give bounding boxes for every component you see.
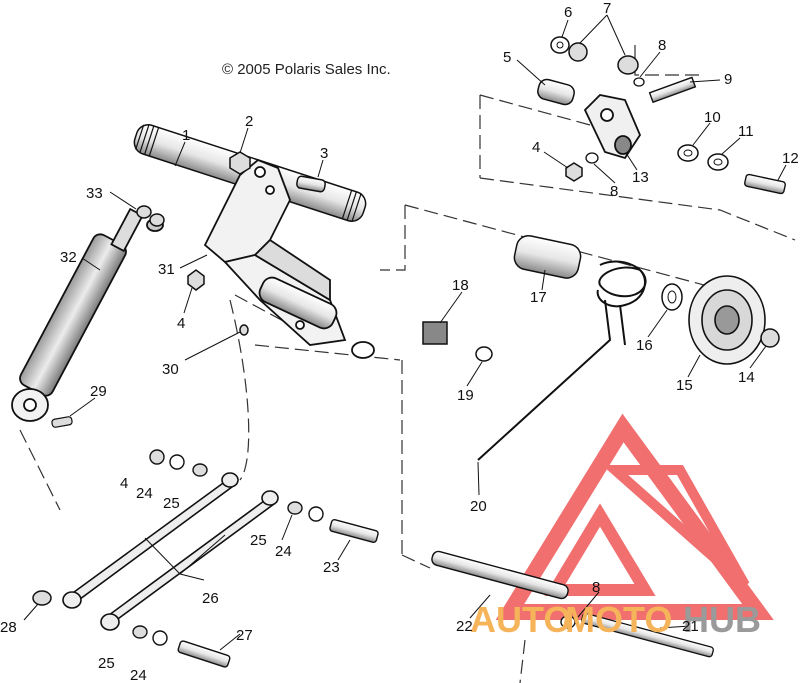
callout-8-a: 8 <box>658 37 666 54</box>
part-7-bushings <box>568 42 639 75</box>
part-4-nut-a <box>187 269 205 291</box>
part-17-spacer-tube <box>513 234 582 279</box>
part-26-tie-rods <box>62 472 279 631</box>
callout-27: 27 <box>236 627 253 644</box>
callout-4-a: 4 <box>177 315 185 332</box>
callout-30: 30 <box>162 361 179 378</box>
callout-9: 9 <box>724 71 732 88</box>
callout-11: 11 <box>738 123 754 140</box>
part-13-arm <box>583 94 642 160</box>
callout-32: 32 <box>60 249 77 266</box>
part-11-washer <box>707 153 729 171</box>
dashed-guides <box>19 45 796 683</box>
callout-2: 2 <box>245 113 253 130</box>
callout-22: 22 <box>456 618 473 635</box>
callout-7: 7 <box>603 0 611 17</box>
callout-4-c: 4 <box>120 475 128 492</box>
leader-lines <box>23 14 787 651</box>
part-23-bolt <box>329 518 379 544</box>
callout-31: 31 <box>158 261 175 278</box>
part-3-pin <box>296 175 326 193</box>
watermark-text-moto: MOTO <box>565 599 672 640</box>
callout-24-c: 24 <box>130 667 147 683</box>
part-27-bolt <box>177 640 231 668</box>
part-10-washer <box>677 144 699 162</box>
callout-24-b: 24 <box>275 543 292 560</box>
part-8-washer-c <box>560 615 576 629</box>
callout-8-b: 8 <box>610 183 618 200</box>
callout-23: 23 <box>323 559 340 576</box>
callout-17: 17 <box>530 289 547 306</box>
callout-20: 20 <box>470 498 487 515</box>
callout-14: 14 <box>738 369 755 386</box>
callout-8-c: 8 <box>592 579 600 596</box>
part-24-25-hardware-top <box>132 449 324 646</box>
watermark-logo <box>495 413 774 620</box>
callout-25-a: 25 <box>163 495 180 512</box>
part-6-washer <box>550 36 570 54</box>
callout-10: 10 <box>704 109 721 126</box>
callout-24-a: 24 <box>136 485 153 502</box>
part-32-shock-absorber <box>11 207 164 422</box>
part-14-bushing <box>760 328 780 348</box>
part-16-washer <box>661 283 683 311</box>
callout-18: 18 <box>452 277 469 294</box>
part-12-bolt <box>744 173 786 195</box>
callout-6: 6 <box>564 4 572 21</box>
part-8-washer-a <box>633 77 645 87</box>
callout-25-b: 25 <box>250 532 267 549</box>
part-28-fitting <box>32 590 52 606</box>
part-29-pin <box>51 416 73 428</box>
callout-28: 28 <box>0 619 17 636</box>
callout-3: 3 <box>320 145 328 162</box>
part-20-torsion-spring <box>477 260 647 461</box>
callout-5: 5 <box>503 49 511 66</box>
callout-4-b: 4 <box>532 139 540 156</box>
callout-19: 19 <box>457 387 474 404</box>
callout-12: 12 <box>782 150 799 167</box>
part-4-nut-b <box>565 162 583 182</box>
callout-16: 16 <box>636 337 653 354</box>
part-22-shaft <box>431 550 569 600</box>
watermark-text-auto: AUTO <box>470 599 571 640</box>
callout-33: 33 <box>86 185 103 202</box>
part-15-idler-wheel <box>688 275 766 365</box>
part-5-spacer <box>537 78 575 106</box>
part-19-washer <box>475 346 493 362</box>
copyright-notice: © 2005 Polaris Sales Inc. <box>222 61 391 78</box>
callout-13: 13 <box>632 169 649 186</box>
part-8-washer-b <box>585 152 599 164</box>
part-18-adjuster-block <box>422 321 448 345</box>
part-30-grease-fitting <box>239 324 249 336</box>
part-33-bushings <box>136 205 165 227</box>
part-31-frame-bracket <box>203 158 375 359</box>
callout-29: 29 <box>90 383 107 400</box>
callout-1: 1 <box>182 127 190 144</box>
part-9-bolt <box>648 76 697 104</box>
callout-15: 15 <box>676 377 693 394</box>
callout-26: 26 <box>202 590 219 607</box>
watermark-text-hub: HUB <box>683 599 761 640</box>
callout-25-c: 25 <box>98 655 115 672</box>
callout-21: 21 <box>682 618 699 635</box>
part-21-rod <box>581 612 714 658</box>
